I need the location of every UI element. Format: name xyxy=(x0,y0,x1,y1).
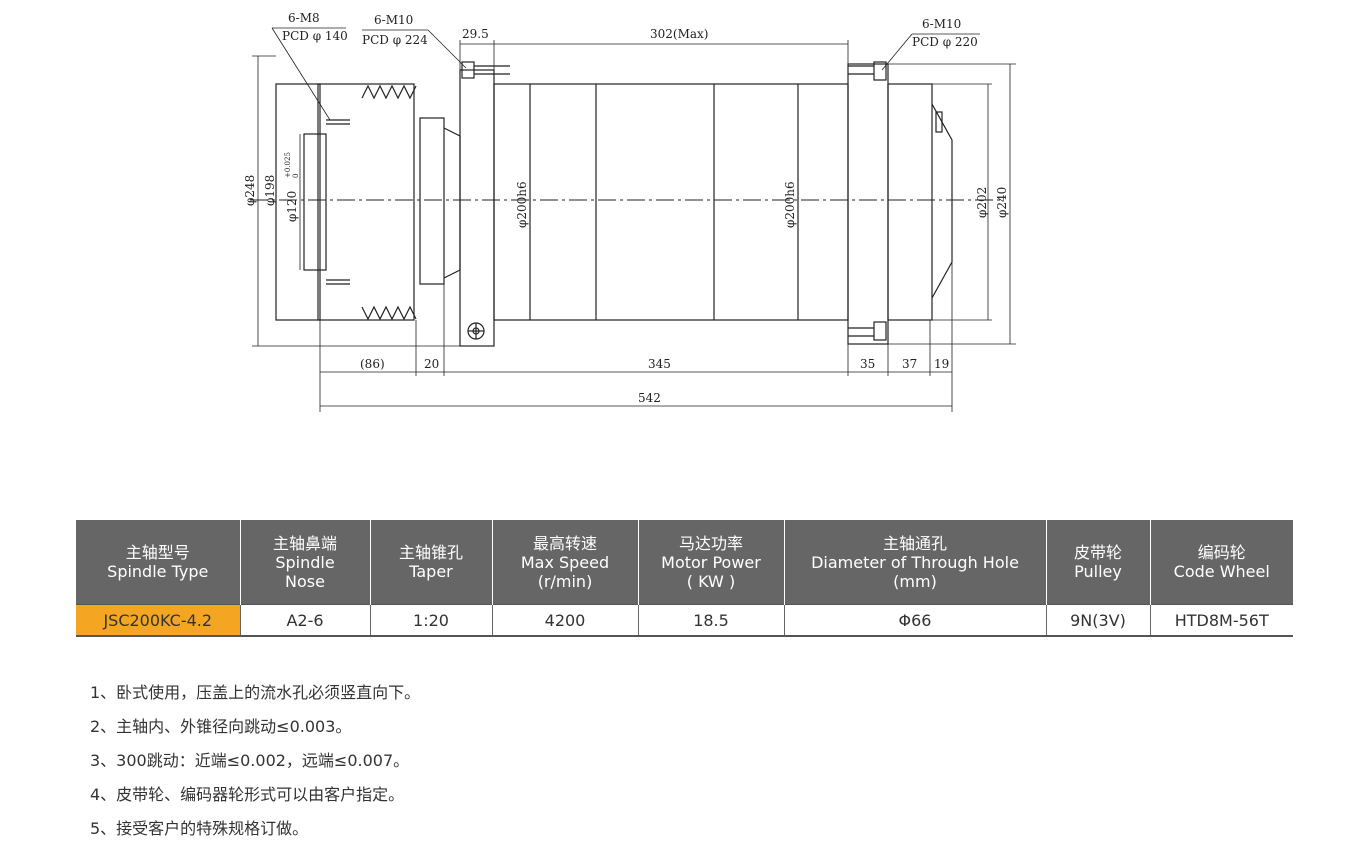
labyrinth-seal-top xyxy=(361,84,417,100)
table-row: JSC200KC-4.2 A2-6 1:20 4200 18.5 Φ66 9N(… xyxy=(76,604,1293,637)
seal-ring-outline xyxy=(419,117,445,285)
header-label-cn: 主轴锥孔 xyxy=(398,543,463,562)
dim-29-5: 29.5 xyxy=(462,27,489,41)
dim-542: 542 xyxy=(638,391,661,405)
cell-through-hole: Φ66 xyxy=(783,604,1046,637)
nose-bore-outline xyxy=(303,133,327,271)
dim-phi-200-right: φ200h6 xyxy=(783,181,797,228)
dim-86: (86) xyxy=(360,357,385,371)
dim-phi-240: φ240 xyxy=(995,187,1009,218)
rear-housing-outline xyxy=(847,63,889,345)
callout-m8-pcd: PCD φ 140 xyxy=(282,29,348,43)
dim-19: 19 xyxy=(934,357,949,371)
nose-body-outline xyxy=(317,83,415,321)
encoder-cover-outline xyxy=(887,83,933,321)
header-label-en: Spindle xyxy=(275,552,335,572)
cell-max-speed: 4200 xyxy=(491,604,638,637)
cell-spindle-type: JSC200KC-4.2 xyxy=(76,604,240,637)
header-label-en: Diameter of Through Hole xyxy=(811,552,1019,572)
header-label-en: Taper xyxy=(409,562,453,581)
dim-phi-200-left: φ200h6 xyxy=(515,181,529,228)
note-item: 2、主轴内、外锥径向跳动≤0.003。 xyxy=(90,717,352,736)
header-label-en: Spindle Type xyxy=(107,562,209,581)
notes-list: 1、卧式使用，压盖上的流水孔必须竖直向下。 2、主轴内、外锥径向跳动≤0.003… xyxy=(90,676,420,846)
header-label-cn: 编码轮 xyxy=(1197,543,1246,562)
header-label-cn: 马达功率 xyxy=(678,533,743,553)
header-label-en: (mm) xyxy=(893,571,937,591)
dim-phi-202: φ202 xyxy=(975,187,989,218)
spindle-technical-drawing: 6-M8 PCD φ 140 6-M10 PCD φ 224 6-M10 PCD… xyxy=(243,11,1016,412)
dim-302: 302(Max) xyxy=(650,27,708,41)
dim-37: 37 xyxy=(902,357,917,371)
front-housing-outline xyxy=(459,69,495,347)
labyrinth-seal-bottom xyxy=(361,305,417,321)
header-label-en: Nose xyxy=(285,571,325,591)
cell-motor-power: 18.5 xyxy=(637,604,784,637)
dim-phi-120-tol-low: 0 xyxy=(292,174,300,178)
header-label-en: Motor Power xyxy=(661,552,761,572)
dim-phi-120: φ120 xyxy=(285,191,299,222)
header-label-cn: 最高转速 xyxy=(532,533,597,553)
dim-phi-248: φ248 xyxy=(243,175,257,206)
cell-taper: 1:20 xyxy=(369,604,492,637)
callout-m10-right-pcd: PCD φ 220 xyxy=(912,35,978,49)
callout-m8: 6-M8 xyxy=(288,11,320,25)
callout-m10-left: 6-M10 xyxy=(374,13,413,27)
header-label-cn: 主轴型号 xyxy=(125,543,190,562)
header-label-en: Code Wheel xyxy=(1173,562,1270,581)
header-label-en: Max Speed xyxy=(520,552,610,572)
header-label-cn: 主轴通孔 xyxy=(882,533,947,553)
header-label-cn: 主轴鼻端 xyxy=(272,533,337,553)
cell-code-wheel: HTD8M-56T xyxy=(1149,604,1293,637)
cell-spindle-nose: A2-6 xyxy=(239,604,370,637)
header-label-en: ( KW ) xyxy=(686,571,736,591)
header-label-en: (r/min) xyxy=(537,571,593,591)
dim-phi-120-tol-up: +0.025 xyxy=(284,152,292,178)
header-label-cn: 皮带轮 xyxy=(1073,543,1122,562)
dim-345: 345 xyxy=(648,357,671,371)
callout-m10-right: 6-M10 xyxy=(922,17,961,31)
note-item: 5、接受客户的特殊规格订做。 xyxy=(90,819,309,838)
dim-20: 20 xyxy=(424,357,439,371)
note-item: 3、300跳动：近端≤0.002，远端≤0.007。 xyxy=(90,751,410,770)
callout-m10-left-pcd: PCD φ 224 xyxy=(362,33,428,47)
note-item: 1、卧式使用，压盖上的流水孔必须竖直向下。 xyxy=(90,683,421,702)
dim-phi-198: φ198 xyxy=(263,175,277,206)
encoder-cap-outline xyxy=(931,103,953,299)
note-item: 4、皮带轮、编码器轮形式可以由客户指定。 xyxy=(90,785,405,804)
dim-35: 35 xyxy=(860,357,875,371)
header-label-en: Pulley xyxy=(1074,562,1122,581)
cell-pulley: 9N(3V) xyxy=(1045,604,1150,637)
